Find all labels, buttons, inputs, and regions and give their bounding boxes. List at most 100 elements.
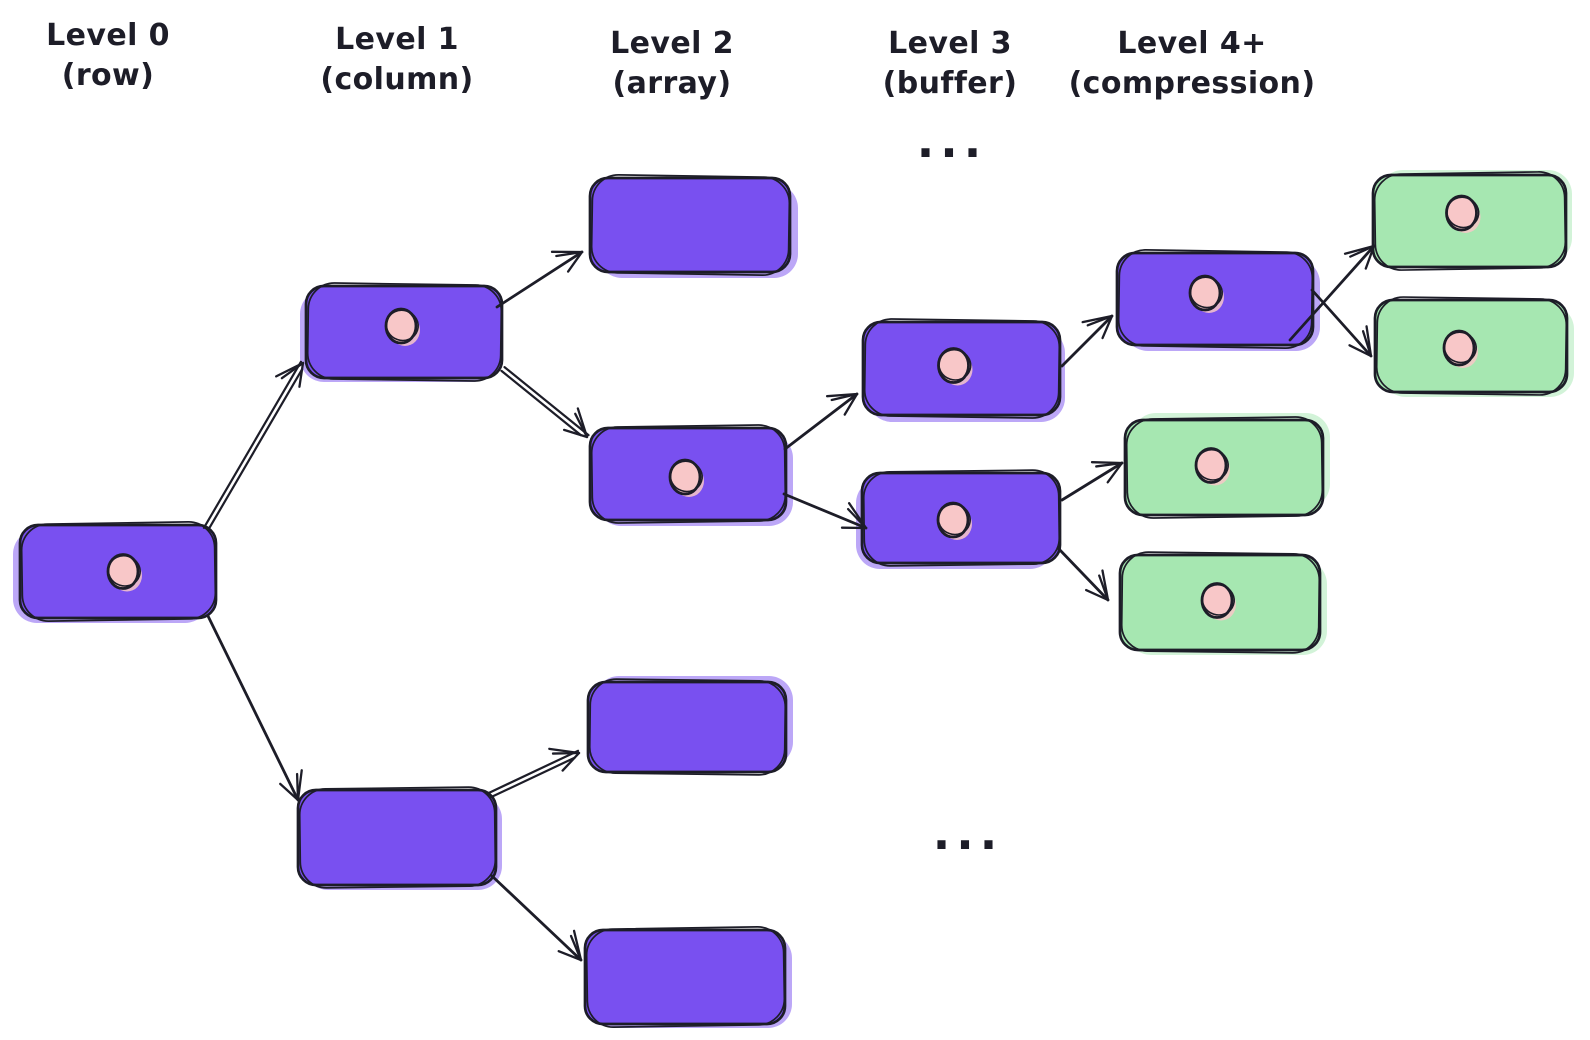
marker-sketch: [1201, 583, 1235, 616]
edge-arrowhead: [548, 747, 581, 755]
edge-arrowhead: [1365, 325, 1373, 358]
edge-arrowhead: [825, 392, 859, 398]
edge-line: [490, 874, 583, 962]
node-l4-cmp-e: [1373, 296, 1574, 397]
node-sketch-outline: [20, 521, 217, 622]
node-l4-cmp-a: [1115, 249, 1320, 351]
edge-arrowhead: [561, 751, 581, 772]
edge-l0-row--l1-col-b: [206, 614, 303, 802]
level-subtitle: (compression): [1068, 66, 1316, 102]
edge-line: [202, 360, 303, 529]
node-body: [586, 680, 788, 774]
edge-l1-col-a--l2-arr-a: [495, 250, 584, 309]
edge-arrowhead: [843, 392, 859, 416]
node-sketch-outline: [1117, 249, 1314, 349]
node-sketch-outline: [590, 424, 787, 524]
marker-sketch: [1446, 196, 1480, 229]
node-l4-cmp-b: [1123, 413, 1330, 519]
edge-l3-buf-b--l4-cmp-c: [1056, 546, 1110, 602]
edge-line: [1056, 546, 1110, 602]
level-subtitle: (buffer): [882, 66, 1018, 102]
node-l2-arr-d: [583, 926, 792, 1028]
level-title: Level 0: [46, 18, 170, 53]
edge-arrowhead: [1364, 244, 1376, 270]
edge-l4-cmp-a--l4-cmp-e: [1310, 288, 1373, 358]
edge-line: [206, 614, 300, 802]
edge-arrowhead: [557, 950, 583, 962]
node-l0-row: [13, 521, 218, 623]
node-l3-buf-a: [861, 318, 1065, 422]
edge-l1-col-a--l2-arr-b: [500, 366, 590, 439]
level-title: Level 2: [610, 26, 734, 61]
edge-arrowhead: [566, 250, 584, 273]
ellipsis-more-top: ...: [916, 114, 988, 168]
node-l2-arr-a: [588, 174, 798, 278]
level-subtitle: (column): [320, 62, 474, 98]
marker-sketch: [385, 309, 419, 342]
marker-sketch: [937, 503, 971, 536]
edge-arrowhead: [1101, 569, 1110, 602]
node-sketch-outline: [590, 174, 791, 276]
edge-l2-arr-b--l3-buf-a: [783, 392, 859, 451]
column-label-level-1: Level 1 (column): [320, 20, 473, 100]
node-sketch-outline: [298, 786, 497, 889]
node-l4-cmp-c: [1118, 551, 1327, 655]
node-l1-col-a: [300, 282, 504, 382]
node-sketch-outline: [1375, 296, 1568, 396]
edge-arrowhead: [1090, 461, 1124, 465]
edge-arrowhead: [1106, 461, 1124, 484]
marker-sketch: [1195, 448, 1229, 481]
edge-l0-row--l1-col-a: [202, 360, 305, 532]
node-l4-cmp-d: [1371, 170, 1572, 271]
edge-line: [1310, 288, 1373, 358]
edge-arrowhead: [1081, 314, 1114, 324]
edge-l4-cmp-a--l4-cmp-d: [1288, 244, 1376, 342]
edge-line: [495, 250, 584, 309]
column-label-level-3: Level 3 (buffer): [883, 24, 1018, 104]
edge-line: [500, 369, 582, 437]
column-label-level-0: Level 0 (row): [46, 16, 170, 96]
node-sketch-outline: [1125, 416, 1324, 519]
marker-sketch: [1443, 331, 1477, 364]
edge-arrowhead: [847, 502, 868, 530]
edge-arrowhead: [298, 361, 305, 388]
node-sketch-outline: [862, 469, 1061, 567]
edge-line: [1060, 314, 1114, 368]
edge-l2-arr-b--l3-buf-b: [782, 492, 868, 530]
edge-line: [206, 368, 304, 532]
edge-line: [1288, 244, 1376, 342]
edge-l1-col-b--l2-arr-c: [487, 747, 581, 799]
edge-line: [503, 366, 590, 437]
marker-sketch: [107, 554, 141, 587]
node-l2-arr-b: [588, 424, 793, 526]
node-sketch-outline: [588, 678, 787, 776]
node-sketch-outline: [1120, 551, 1321, 654]
edge-line: [487, 749, 580, 794]
level-title: Level 3: [888, 26, 1012, 61]
edge-arrowhead: [1084, 588, 1110, 602]
node-body: [588, 176, 792, 274]
edge-arrowhead: [1101, 314, 1114, 340]
level-subtitle: (row): [61, 58, 155, 94]
edge-l3-buf-b--l4-cmp-b: [1060, 461, 1124, 502]
edge-l3-buf-a--l4-cmp-a: [1060, 314, 1114, 368]
node-sketch-outline: [863, 318, 1061, 419]
level-title: Level 1: [335, 22, 459, 57]
column-label-level-4: Level 4+ (compression): [1069, 24, 1316, 104]
node-sketch-outline: [585, 926, 786, 1028]
marker-sketch: [938, 348, 972, 381]
column-label-level-2: Level 2 (array): [610, 24, 734, 104]
edge-arrowhead: [296, 769, 303, 802]
edge-arrowhead: [279, 782, 300, 802]
node-sketch-outline: [1373, 171, 1567, 271]
edge-line: [783, 392, 859, 451]
edge-arrowhead: [576, 407, 589, 439]
edge-line: [1060, 461, 1124, 502]
node-l3-buf-b: [856, 469, 1062, 569]
marker-sketch: [669, 460, 703, 493]
edge-arrowhead: [562, 428, 589, 439]
edge-arrowhead: [572, 929, 583, 962]
level-title: Level 4+: [1117, 26, 1267, 61]
